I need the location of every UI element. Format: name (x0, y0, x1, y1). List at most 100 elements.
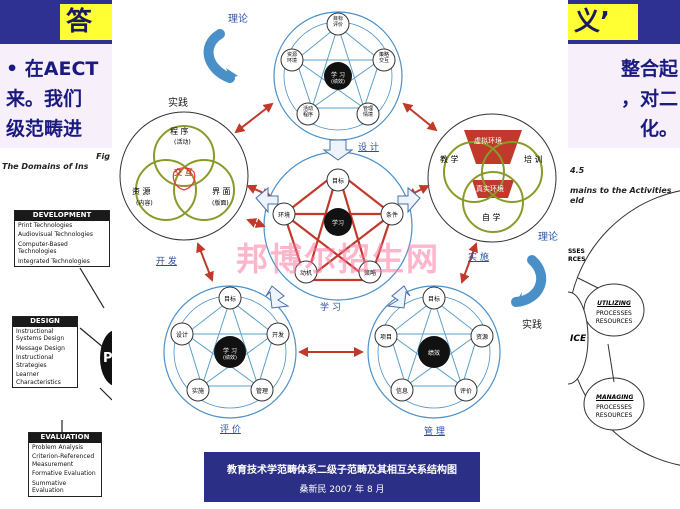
theory-label: 理论 (228, 14, 248, 25)
top-star-group (273, 11, 403, 141)
middle-node (272, 202, 296, 226)
bullet-line: 来。我们 (6, 88, 83, 110)
venn-self-label: 自 学 (482, 213, 501, 222)
eval-node (170, 322, 194, 346)
watermark-text: 邦博尔招生网 (236, 240, 441, 278)
diagram-author-date: 桑新民 2007 年 8 月 (299, 485, 385, 495)
eval-center-node (214, 336, 246, 368)
top-node-label: 策略 交互 (378, 52, 389, 64)
virtual-env-shape (464, 130, 522, 164)
right-figure-caption: 4.5 mains to the Activities eld (570, 156, 678, 216)
left-figure-lines: P (61, 267, 112, 432)
implement-label: 实 施 (468, 253, 489, 263)
manage-node (390, 378, 414, 402)
practice-label-right: 实践 (522, 320, 542, 331)
fig-label-left: Fig (96, 152, 110, 161)
development-item: Computer-Based Technologies (18, 240, 68, 256)
practice-label: 实践 (168, 98, 188, 109)
middle-center-label: 学习 (331, 220, 344, 227)
venn-real-label: 真实环境 (476, 185, 504, 193)
top-center-node (324, 62, 352, 90)
manage-star-group (367, 285, 501, 419)
manage-node-label: 资源 (475, 334, 488, 341)
middle-node (380, 202, 404, 226)
top-node (280, 48, 304, 72)
manage-label: 管 理 (424, 427, 445, 437)
venn-label-layout: (版面) (212, 200, 229, 207)
top-node-label: 管理 情境 (362, 106, 373, 118)
evaluation-item: Criterion-Referenced Measurement (32, 453, 95, 468)
venn-label-activity: (活动) (174, 139, 191, 146)
managing-ellipse (583, 377, 645, 431)
design-item: Instructional Systems Design (16, 327, 65, 343)
center-ellipse (568, 291, 589, 385)
eval-center-sublabel: (绩效) (223, 355, 237, 361)
bullet-line: 化。 (639, 118, 678, 140)
middle-node (326, 168, 350, 192)
right-figure-shapes (568, 190, 680, 466)
venn-circle-training (481, 141, 543, 203)
right-venn-group (427, 113, 557, 243)
top-center-sublabel: (绩效) (331, 79, 345, 85)
eval-node (266, 322, 290, 346)
fig-caption-left: The Domains of Ins (2, 162, 89, 171)
design-label: 设 计 (358, 143, 379, 153)
venn-circle-interface (173, 159, 235, 221)
design-header: DESIGN (13, 317, 77, 327)
top-node (296, 102, 320, 126)
ice-label: ICE (570, 334, 587, 344)
manage-center-label: 绩效 (427, 350, 440, 357)
manage-node (374, 324, 398, 348)
middle-node-label: 动机 (299, 270, 312, 277)
middle-star-group (263, 151, 413, 301)
eval-node (186, 378, 210, 402)
top-node-label: 目标 评价 (332, 16, 343, 28)
bullet-line: 级范畴进 (6, 118, 83, 140)
manage-node (422, 286, 446, 310)
bullet-line: • 在AECT (6, 58, 99, 80)
manage-node (470, 324, 494, 348)
eval-star-group (163, 285, 297, 419)
evaluation-header: EVALUATION (29, 433, 101, 443)
evaluation-box: EVALUATION Problem Analysis Criterion-Re… (28, 432, 102, 497)
venn-label-procedure: 程 序 (170, 127, 189, 136)
development-box: DEVELOPMENT Print Technologies Audiovisu… (14, 210, 110, 267)
left-venn-group (119, 111, 249, 241)
middle-node-label: 策略 (363, 270, 376, 277)
venn-circle-selfstudy (462, 171, 524, 233)
real-env-shape (472, 180, 514, 198)
theory-label-right: 理论 (538, 232, 558, 243)
left-figure-caption: Fig The Domains of Ins (2, 152, 110, 172)
utilizing-body: PROCESSES RESOURCES (595, 310, 633, 325)
eval-node-label: 目标 (223, 296, 236, 303)
top-node-label: 资源 环境 (286, 52, 297, 64)
eval-node (218, 286, 242, 310)
diagram-svg (119, 11, 557, 419)
managing-header: MANAGING (596, 394, 634, 401)
design-item: Instructional Strategies (16, 354, 54, 369)
bullet-line: ，对二 (620, 88, 678, 110)
evaluation-item: Problem Analysis (32, 443, 84, 451)
middle-node (294, 260, 318, 284)
slide-bullet-right: 整合起 ，对二 化。 (572, 54, 678, 144)
top-node (372, 48, 396, 72)
venn-virtual-label: 虚拟环境 (474, 137, 502, 145)
right-small-label: SSES RCES (568, 248, 586, 263)
main-diagram: 理论 实践 目标 评价 策略 交互 管理 情境 活动 程序 资源 环境 学 习 … (112, 0, 568, 509)
eval-node-label: 设计 (175, 332, 188, 339)
left-venn-outer (119, 111, 249, 241)
manage-node (454, 378, 478, 402)
develop-label: 开 发 (156, 257, 177, 267)
design-box: DESIGN Instructional Systems Design Mess… (12, 316, 78, 388)
design-item: Learner Characteristics (16, 371, 61, 386)
relation-arrows (196, 102, 478, 357)
manage-center-node (418, 336, 450, 368)
theory-curve-left (203, 29, 235, 83)
eval-node-label: 实施 (191, 388, 204, 395)
practice-curve-right (511, 255, 547, 307)
manage-node-label: 项目 (379, 334, 392, 341)
middle-node-label: 条件 (385, 212, 398, 219)
learn-label: 学 习 (320, 303, 341, 313)
evaluation-item: Summative Evaluation (32, 479, 67, 495)
top-center-label: 学 习 (331, 72, 345, 79)
